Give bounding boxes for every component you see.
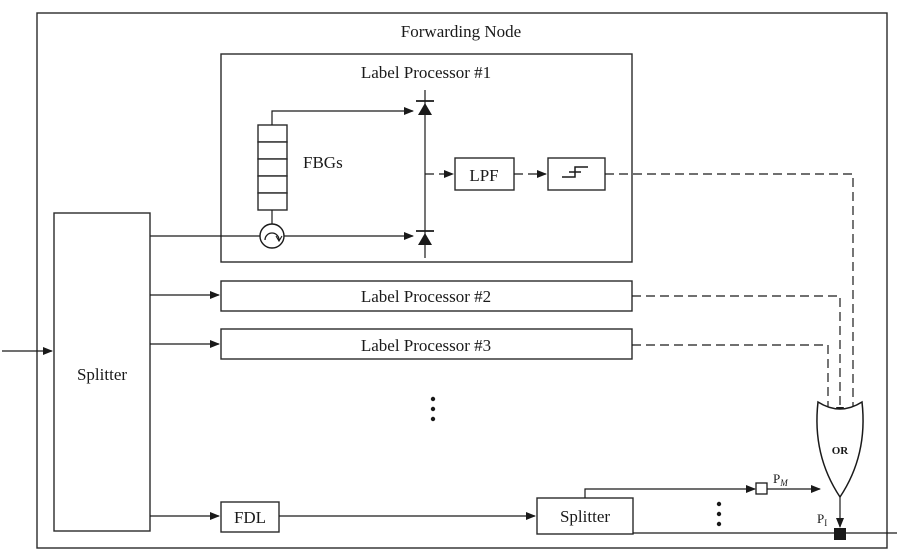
forwarding-node-title: Forwarding Node	[401, 22, 521, 41]
splitter-bottom-box	[536, 497, 634, 535]
splitter-bottom-label: Splitter	[560, 507, 610, 526]
label-processor-1-title: Label Processor #1	[361, 63, 491, 82]
splitter-left-box	[53, 212, 151, 532]
photodiode-top-icon	[416, 100, 434, 115]
port-i-icon	[834, 528, 846, 540]
lpf-box	[454, 157, 515, 191]
fbg-stack	[257, 124, 288, 211]
label-processor-3-label: Label Processor #3	[361, 336, 491, 355]
splitter-left-label: Splitter	[77, 365, 127, 384]
fbgs-label: FBGs	[303, 153, 343, 172]
fdl-box	[220, 501, 280, 533]
label-processor-3-box	[220, 328, 633, 360]
lpf-label: LPF	[469, 166, 498, 185]
or-gate-label: OR	[832, 445, 850, 457]
threshold-icon	[562, 166, 588, 178]
port-i-label: PI	[817, 511, 827, 528]
circulator-icon	[259, 223, 285, 249]
label-processor-2-label: Label Processor #2	[361, 287, 491, 306]
port-m-icon	[755, 482, 768, 495]
fdl-label: FDL	[234, 508, 266, 527]
label-processor-2-box	[220, 280, 633, 312]
port-m-label: PM	[773, 471, 788, 488]
threshold-box	[547, 157, 606, 191]
photodiode-bottom-icon	[416, 230, 434, 245]
or-gate-icon	[816, 400, 864, 499]
ellipsis-middle	[430, 396, 436, 422]
ellipsis-bottom	[716, 501, 722, 527]
